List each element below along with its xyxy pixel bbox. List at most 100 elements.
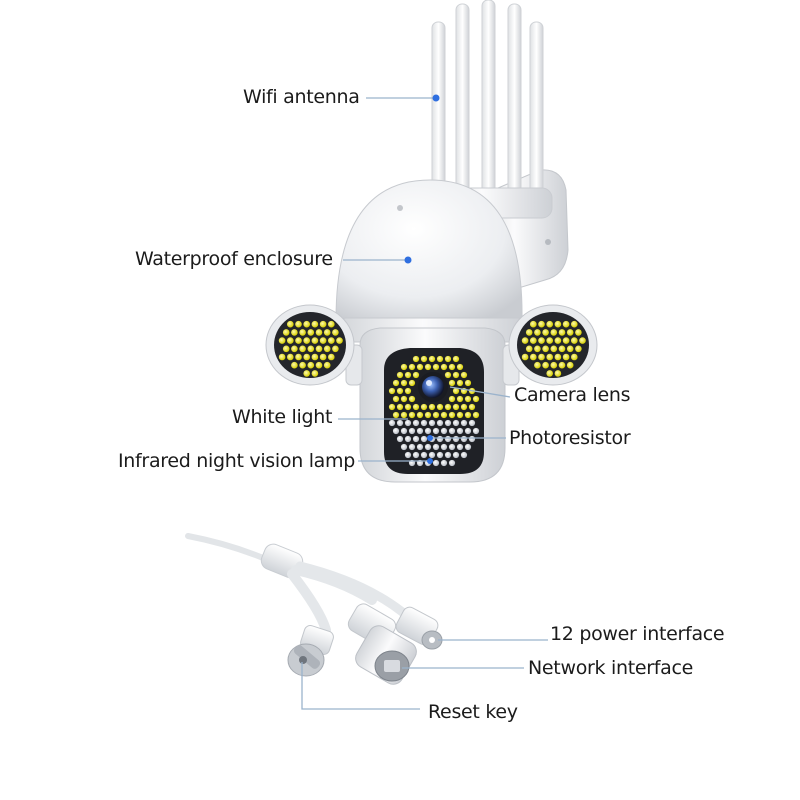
led-dot: [424, 363, 432, 371]
front-led-panel: [384, 348, 484, 474]
led-dot: [323, 345, 331, 353]
led-dot: [412, 355, 420, 363]
led-dot: [534, 361, 541, 369]
led-dot: [400, 443, 408, 451]
led-dot: [444, 355, 452, 363]
led-dot: [408, 411, 416, 419]
led-dot: [319, 320, 327, 328]
led-dot: [328, 320, 335, 328]
led-dot: [412, 403, 420, 411]
cable-assembly: [185, 533, 443, 685]
left-floodlight: [265, 304, 355, 386]
led-dot: [420, 451, 428, 459]
led-dot: [315, 329, 323, 336]
led-dot: [530, 337, 537, 344]
led-dot: [278, 353, 286, 361]
led-dot: [448, 427, 456, 435]
led-dot: [420, 403, 428, 411]
led-dot: [554, 337, 562, 344]
led-dot: [404, 403, 412, 411]
led-dot: [538, 353, 545, 361]
led-dot: [404, 451, 412, 459]
led-dot: [311, 337, 319, 344]
led-dot: [396, 387, 404, 395]
led-dot: [444, 435, 452, 443]
label-network-interface: Network interface: [528, 657, 694, 679]
led-dot: [530, 353, 537, 361]
led-dot: [538, 320, 545, 328]
led-dot: [534, 329, 541, 336]
led-dot: [315, 345, 323, 353]
led-dot: [432, 363, 440, 371]
label-reset-key: Reset key: [428, 701, 518, 723]
led-dot: [542, 329, 549, 336]
led-dot: [530, 320, 537, 328]
led-dot: [444, 451, 452, 459]
led-dot: [396, 371, 404, 379]
led-dot: [464, 395, 472, 403]
led-dot: [404, 435, 412, 443]
led-dot: [571, 337, 578, 344]
led-dot: [460, 403, 468, 411]
led-dot: [571, 320, 578, 328]
label-wifi-antenna: Wifi antenna: [243, 86, 360, 108]
leader-lines: [301, 97, 548, 710]
led-dot: [452, 403, 460, 411]
led-dot: [440, 363, 448, 371]
led-dot: [456, 395, 464, 403]
led-dot: [307, 345, 315, 353]
led-dot: [456, 363, 464, 371]
led-dot: [291, 345, 298, 353]
led-dot: [464, 379, 472, 387]
led-dot: [404, 387, 412, 395]
led-dot: [400, 379, 408, 387]
led-dot: [460, 435, 468, 443]
led-dot: [287, 353, 294, 361]
led-dot: [558, 329, 566, 336]
led-dot: [542, 361, 549, 369]
led-dot: [521, 337, 529, 344]
led-dot: [278, 337, 286, 344]
led-dot: [311, 353, 319, 361]
led-dot: [420, 419, 428, 427]
led-dot: [464, 427, 472, 435]
led-dot: [456, 427, 464, 435]
led-dot: [388, 419, 396, 427]
led-dot: [428, 451, 436, 459]
led-dot: [460, 371, 468, 379]
led-dot: [328, 353, 335, 361]
led-dot: [521, 353, 529, 361]
led-dot: [404, 419, 412, 427]
led-dot: [303, 353, 311, 361]
led-dot: [328, 337, 335, 344]
led-dot: [579, 337, 586, 344]
led-dot: [558, 345, 566, 353]
led-dot: [315, 361, 323, 369]
led-dot: [440, 411, 448, 419]
led-dot: [408, 379, 416, 387]
led-dot: [452, 435, 460, 443]
led-dot: [432, 411, 440, 419]
led-dot: [452, 387, 460, 395]
led-dot: [287, 320, 294, 328]
led-dot: [554, 320, 562, 328]
led-dot: [562, 320, 570, 328]
led-dot: [448, 443, 456, 451]
led-dot: [440, 459, 448, 467]
led-dot: [388, 403, 396, 411]
led-dot: [542, 345, 549, 353]
led-dot: [412, 451, 420, 459]
led-dot: [534, 345, 541, 353]
led-dot: [396, 419, 404, 427]
led-dot: [400, 363, 408, 371]
led-dot: [303, 320, 311, 328]
led-dot: [562, 337, 570, 344]
led-dot: [456, 379, 464, 387]
led-dot: [448, 459, 456, 467]
led-dot: [468, 435, 476, 443]
led-dot: [468, 403, 476, 411]
led-dot: [436, 435, 444, 443]
led-dot: [400, 427, 408, 435]
led-dot: [566, 361, 574, 369]
